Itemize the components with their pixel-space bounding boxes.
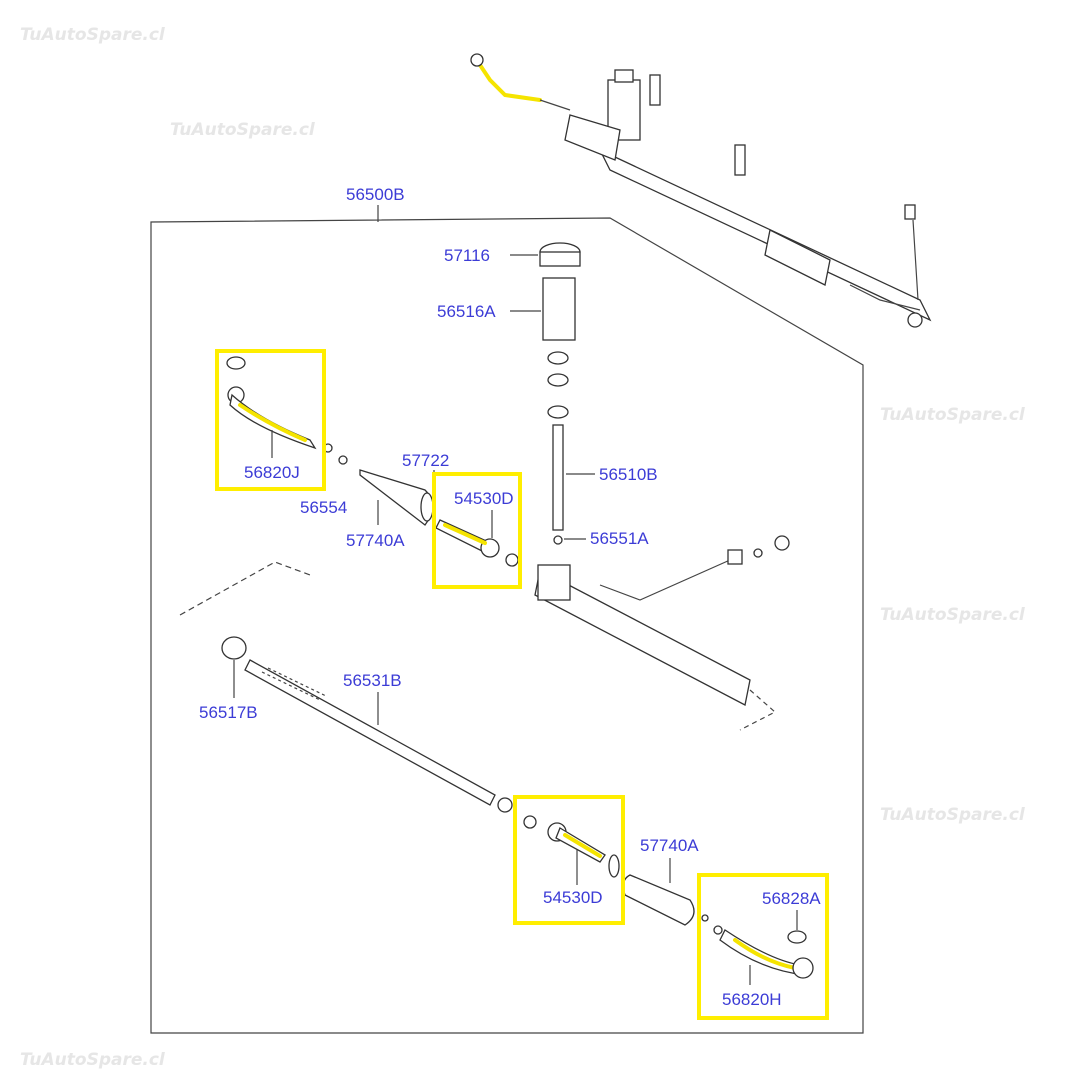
- rack-housing-part: [534, 569, 751, 706]
- label-56500B[interactable]: 56500B: [346, 185, 405, 204]
- yoke-plug-body: [539, 251, 581, 267]
- label-56551A[interactable]: 56551A: [590, 529, 649, 548]
- dashed-guide: [739, 689, 777, 731]
- boot-right-part: [622, 874, 695, 926]
- watermark-text: TuAutoSpare.cl: [880, 605, 1026, 625]
- ball-joint-right: [792, 957, 814, 979]
- bushing-part: [221, 636, 247, 660]
- watermark-text: TuAutoSpare.cl: [20, 1050, 166, 1070]
- highlight-box-inner-tie-rod-left: [432, 472, 522, 589]
- label-54530D-right[interactable]: 54530D: [543, 888, 603, 907]
- washer: [547, 351, 569, 365]
- label-57722[interactable]: 57722: [402, 451, 449, 470]
- boot-clamp-part: [420, 492, 434, 522]
- watermark-text: TuAutoSpare.cl: [880, 405, 1026, 425]
- label-56820J[interactable]: 56820J: [244, 463, 300, 482]
- highlight-box-tie-rod-end-right: [697, 873, 829, 1020]
- label-56820H[interactable]: 56820H: [722, 990, 782, 1009]
- label-57740A-right[interactable]: 57740A: [640, 836, 699, 855]
- dust-cover-left: [226, 356, 246, 370]
- label-56516A[interactable]: 56516A: [437, 302, 496, 321]
- nut: [753, 548, 763, 558]
- overview-steering-rack: [470, 53, 932, 328]
- pinion-shaft-part: [552, 424, 564, 531]
- highlight-box-tie-rod-end-left: [215, 349, 326, 491]
- label-56510B[interactable]: 56510B: [599, 465, 658, 484]
- highlight-box-inner-tie-rod-right: [513, 795, 625, 925]
- label-56828A[interactable]: 56828A: [762, 889, 821, 908]
- rack-part: [244, 659, 496, 806]
- nut-right2: [713, 925, 723, 935]
- boot-left-part: [359, 469, 434, 526]
- watermark-text: TuAutoSpare.cl: [170, 120, 316, 140]
- watermark-text: TuAutoSpare.cl: [880, 805, 1026, 825]
- assembly-frame: [150, 217, 864, 1034]
- boot-clamp-right: [608, 854, 620, 878]
- label-54530D-left[interactable]: 54530D: [454, 489, 514, 508]
- housing-valve: [537, 564, 571, 601]
- label-56531B[interactable]: 56531B: [343, 671, 402, 690]
- label-57740A-left[interactable]: 57740A: [346, 531, 405, 550]
- mount-leader: [599, 559, 731, 601]
- bearing: [547, 373, 569, 387]
- nut-left-part2: [338, 455, 348, 465]
- label-57116[interactable]: 57116: [444, 246, 490, 265]
- lock-ring: [505, 553, 519, 567]
- washer: [774, 535, 790, 551]
- watermark-text: TuAutoSpare.cl: [20, 25, 166, 45]
- seal-part: [553, 535, 563, 545]
- snap-ring: [547, 405, 569, 419]
- lock-ring-right: [497, 797, 513, 813]
- label-56554[interactable]: 56554: [300, 498, 347, 517]
- dashed-guide: [179, 561, 311, 616]
- watermark-layer: TuAutoSpare.cl TuAutoSpare.cl TuAutoSpar…: [20, 25, 1026, 1070]
- mount-bushing: [727, 549, 743, 565]
- washer-right: [523, 815, 537, 829]
- pinion-housing-part: [542, 277, 576, 341]
- label-56517B[interactable]: 56517B: [199, 703, 258, 722]
- dust-cover-right-part: [787, 930, 807, 944]
- nut-right: [701, 914, 709, 922]
